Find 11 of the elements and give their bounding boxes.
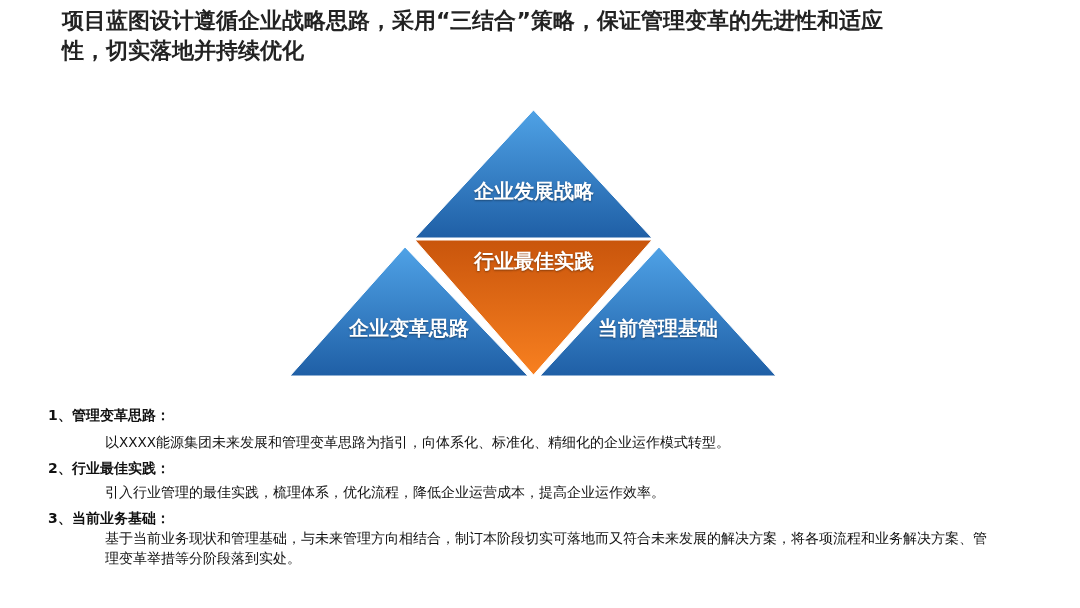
- section-heading: 3、当前业务基础：: [48, 509, 171, 528]
- section-heading: 2、行业最佳实践：: [48, 459, 171, 478]
- section-text: 引入行业管理的最佳实践，梳理体系，优化流程，降低企业运营成本，提高企业运作效率。: [105, 483, 666, 502]
- section-heading: 1、管理变革思路：: [48, 406, 171, 425]
- section-text: 基于当前业务现状和管理基础，与未来管理方向相结合，制订本阶段切实可落地而又符合未来发展的解决方案，将各项流程和业务解决方案、管理变革举措等分阶段落到实处。: [105, 529, 988, 568]
- segment-label: 当前管理基础: [597, 315, 719, 342]
- segment-label: 企业发展战略: [472, 178, 595, 205]
- slide-title: 项目蓝图设计遵循企业战略思路，采用“三结合”策略，保证管理变革的先进性和适应性，切实落地并持续优化: [62, 7, 884, 65]
- segment-label: 企业变革思路: [348, 315, 470, 342]
- section-text: 以XXXX能源集团未来发展和管理变革思路为指引，向体系化、标准化、精细化的企业运作模式转型。: [105, 433, 731, 452]
- segment-label: 行业最佳实践: [472, 248, 595, 275]
